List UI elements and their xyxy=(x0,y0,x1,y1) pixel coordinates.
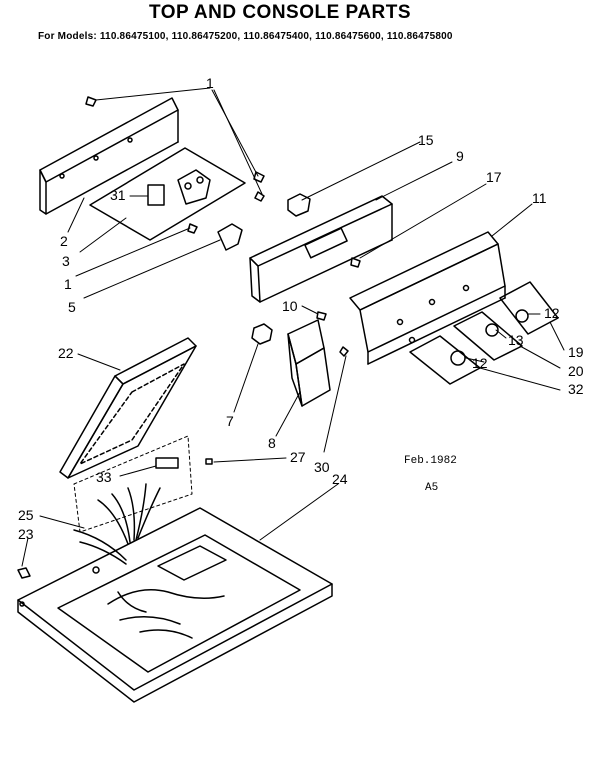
part-top-panel xyxy=(17,507,333,703)
part-harness xyxy=(73,435,193,545)
callout-5: 5 xyxy=(68,299,76,315)
callout-8: 8 xyxy=(268,435,276,451)
callout-13: 13 xyxy=(508,332,524,348)
callout-22: 22 xyxy=(58,345,74,361)
callout-24: 24 xyxy=(332,471,348,487)
diagram-revision: A5 xyxy=(425,482,439,494)
callout-32: 32 xyxy=(568,381,584,397)
diagram-date: Feb.1982 xyxy=(404,455,457,467)
part-cover xyxy=(287,319,331,407)
callout-2: 2 xyxy=(60,233,68,249)
callout-11: 11 xyxy=(532,190,547,206)
part-cord xyxy=(17,529,127,579)
callout-31: 31 xyxy=(110,187,126,203)
callout-17: 17 xyxy=(486,169,502,185)
callout-7: 7 xyxy=(226,413,234,429)
leader-lines xyxy=(21,87,565,567)
part-knob xyxy=(251,323,273,345)
callout-27: 27 xyxy=(290,449,306,465)
callout-12a: 12 xyxy=(544,305,560,321)
callout-9: 9 xyxy=(456,148,464,164)
part-clip xyxy=(217,223,243,251)
part-rail-screw xyxy=(350,257,361,268)
page-title: TOP AND CONSOLE PARTS xyxy=(148,2,412,23)
callout-3: 3 xyxy=(62,253,70,269)
part-console-rail xyxy=(249,195,393,303)
part-control-panel xyxy=(349,231,506,365)
callout-labels: 1 15 9 17 11 31 2 3 1 5 10 12 13 19 20 1… xyxy=(18,75,584,542)
part-screws xyxy=(85,96,349,465)
callout-12b: 12 xyxy=(472,355,488,371)
callout-20: 20 xyxy=(568,363,584,379)
callout-1: 1 xyxy=(206,75,214,91)
callout-1b: 1 xyxy=(64,276,72,292)
callout-33: 33 xyxy=(96,469,112,485)
part-mounting-plate xyxy=(89,147,246,241)
part-bracket xyxy=(39,97,179,215)
callout-25: 25 xyxy=(18,507,34,523)
callout-15: 15 xyxy=(418,132,434,148)
part-switch xyxy=(287,193,311,217)
part-console-end xyxy=(59,337,197,479)
callout-23: 23 xyxy=(18,526,34,542)
callout-10: 10 xyxy=(282,298,298,314)
model-list: For Models: 110.86475100, 110.86475200, … xyxy=(38,31,453,42)
callout-30: 30 xyxy=(314,459,330,475)
callout-19: 19 xyxy=(568,344,584,360)
